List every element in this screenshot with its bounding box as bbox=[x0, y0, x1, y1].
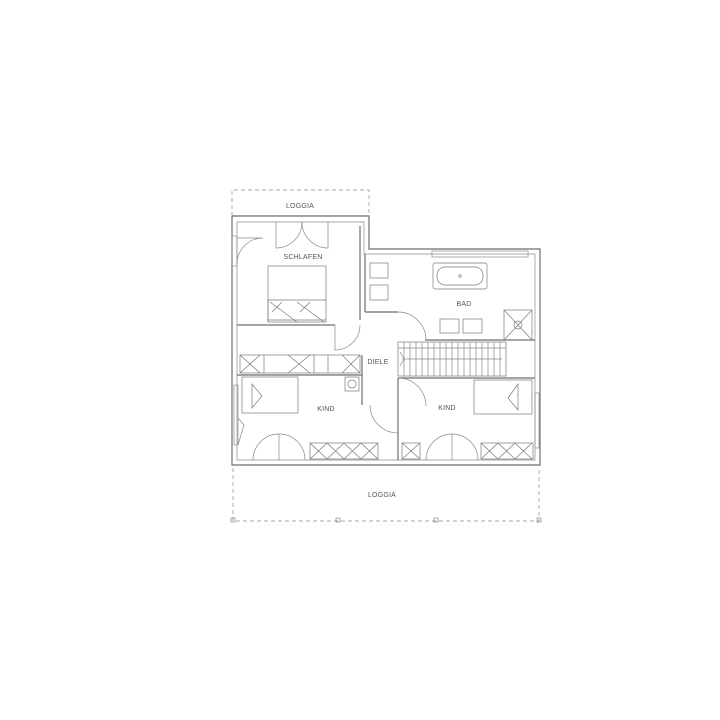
schlafen-label: SCHLAFEN bbox=[284, 254, 323, 261]
bath-fixtures bbox=[369, 250, 533, 341]
bad-label: BAD bbox=[457, 301, 472, 308]
kind-left-label: KIND bbox=[317, 406, 335, 413]
outer-walls bbox=[231, 215, 541, 466]
windows bbox=[233, 384, 540, 449]
wardrobe-row-top bbox=[239, 354, 361, 374]
staircase bbox=[397, 341, 507, 377]
diele-label: DIELE bbox=[367, 359, 388, 366]
kind-left-furniture bbox=[241, 376, 379, 460]
kind-right-furniture bbox=[401, 379, 534, 460]
loggia-top-label: LOGGIA bbox=[286, 203, 314, 210]
interior-walls bbox=[237, 226, 535, 460]
loggia-bottom-label: LOGGIA bbox=[368, 492, 396, 499]
loggia-bottom-area bbox=[230, 468, 542, 523]
loggia-top-area bbox=[231, 189, 370, 216]
kind-right-label: KIND bbox=[438, 405, 456, 412]
doors bbox=[231, 221, 479, 461]
double-bed bbox=[267, 265, 327, 323]
